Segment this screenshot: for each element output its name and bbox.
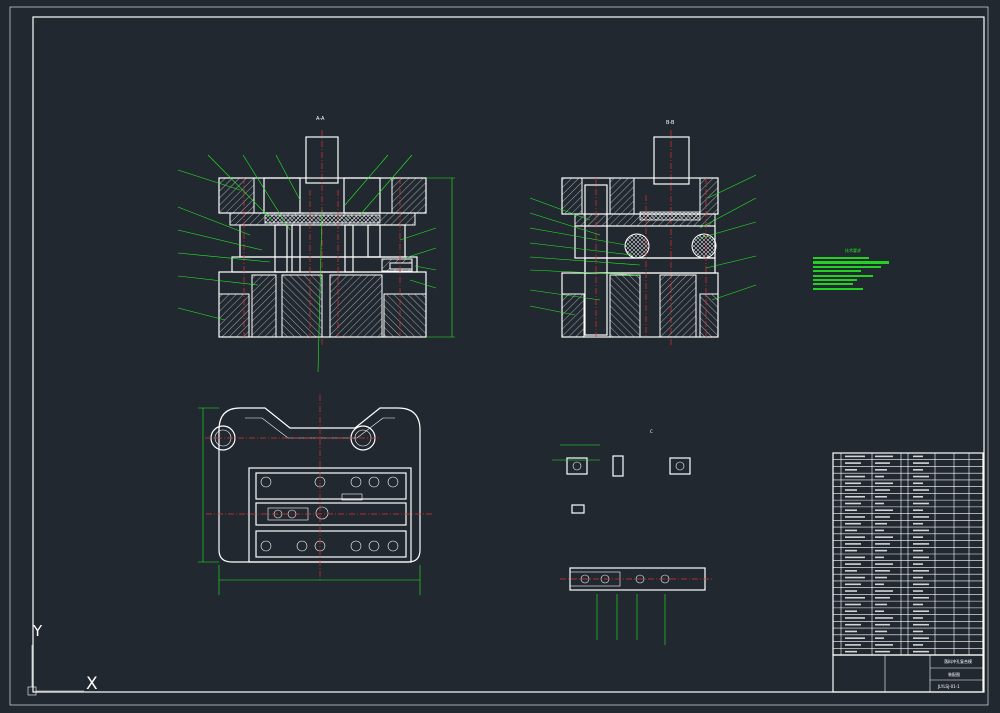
note-line — [813, 278, 857, 282]
note-line — [813, 257, 869, 260]
technical-notes: 技术要求 — [813, 248, 893, 292]
note-line — [813, 261, 889, 264]
note-line — [813, 287, 863, 290]
note-line — [813, 270, 861, 273]
svg-text:C: C — [650, 429, 653, 434]
note-line — [813, 283, 853, 286]
detail-views: C — [552, 429, 712, 645]
note-line — [813, 265, 881, 268]
title-drawing-type: 装配图 — [948, 671, 960, 677]
outer-frame — [9, 6, 989, 706]
notes-title: 技术要求 — [845, 248, 861, 253]
note-line — [813, 274, 873, 277]
inner-frame — [32, 16, 985, 693]
title-name: 落料冲孔复合模 — [944, 658, 972, 664]
front-section-view: A-A — [177, 116, 455, 373]
ucs-y-label: Y — [33, 622, 43, 640]
title-block: 落料冲孔复合模 装配图 JLYLSJ-01-1 — [832, 654, 984, 693]
side-section-view: B-B — [529, 120, 757, 345]
bom-table — [832, 452, 984, 656]
section-label-a: A-A — [316, 116, 325, 122]
plan-view — [198, 395, 432, 595]
ucs-x-label: X — [86, 674, 98, 694]
section-label-b: B-B — [666, 120, 675, 126]
title-drawing-number: JLYLSJ-01-1 — [937, 684, 960, 689]
ucs-icon — [27, 645, 84, 696]
